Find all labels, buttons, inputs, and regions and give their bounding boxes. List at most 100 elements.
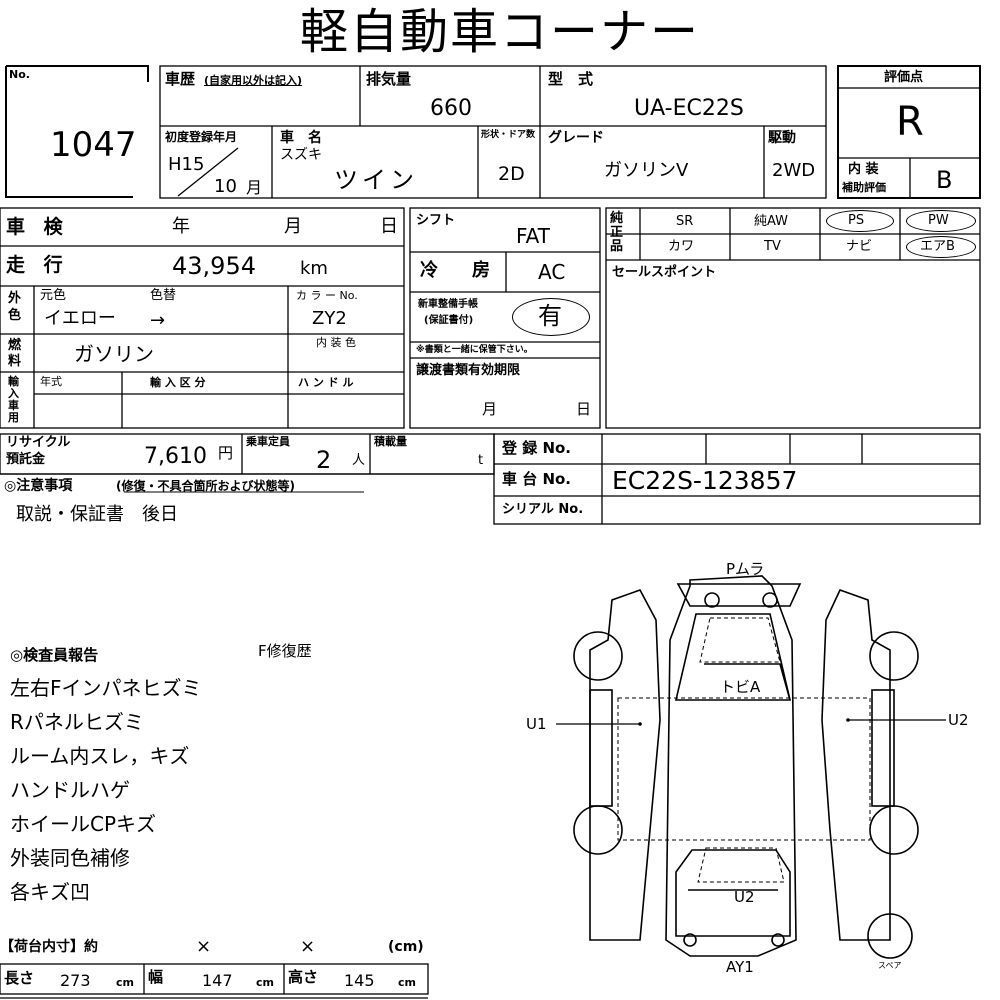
cargo-height-unit: cm bbox=[398, 976, 416, 989]
shift-label: シフト bbox=[416, 213, 456, 228]
grade-label: グレード bbox=[548, 130, 604, 146]
cargo-height-value: 145 bbox=[344, 971, 375, 990]
diagram-label-roof: トビA bbox=[720, 678, 761, 696]
diagram-label-bottom: AY1 bbox=[726, 958, 754, 976]
capacity-value: 2 bbox=[316, 446, 332, 474]
first-reg-label: 初度登録年月 bbox=[165, 130, 238, 144]
aircon-value: AC bbox=[538, 260, 566, 284]
notes-sub-label: (修復・不具合箇所および状態等) bbox=[116, 479, 295, 493]
lot-number: 1047 bbox=[50, 125, 137, 165]
registration-label: 登 録 No. bbox=[502, 439, 572, 457]
equip-tv: TV bbox=[764, 239, 781, 254]
equip-pw: PW bbox=[928, 213, 949, 228]
page-title: 軽自動車コーナー bbox=[299, 4, 700, 60]
cargo-unit-paren: (cm) bbox=[388, 939, 424, 955]
mileage-unit: km bbox=[300, 258, 328, 279]
chassis-value: EC22S-123857 bbox=[612, 466, 798, 495]
cargo-length-unit: cm bbox=[116, 976, 134, 989]
mileage-value: 43,954 bbox=[172, 252, 256, 280]
grade-value: ガソリンV bbox=[604, 160, 689, 181]
equip-leather: カワ bbox=[668, 239, 695, 254]
history-note: (自家用以外は記入) bbox=[204, 74, 303, 87]
car-name-value: ツイン bbox=[334, 166, 418, 194]
interior-score-label: 内 装 bbox=[848, 162, 879, 177]
first-reg-year: H15 bbox=[168, 154, 205, 175]
report-item: 各キズ凹 bbox=[10, 880, 90, 904]
report-item: 外装同色補修 bbox=[10, 846, 130, 870]
manual-note: ※書類と一緒に保管下さい。 bbox=[416, 345, 533, 355]
capacity-label: 乗車定員 bbox=[246, 435, 290, 448]
equip-ps: PS bbox=[848, 213, 865, 228]
recycle-unit: 円 bbox=[218, 444, 234, 462]
report-repair: F修復歴 bbox=[258, 642, 312, 660]
equip-ps-circle bbox=[826, 210, 894, 232]
import-year-label: 年式 bbox=[40, 375, 62, 388]
manual-sub-label: (保証書付) bbox=[424, 315, 474, 326]
report-item: Rパネルヒズミ bbox=[10, 710, 144, 734]
chassis-label: 車 台 No. bbox=[502, 470, 572, 488]
model-type-value: UA-EC22S bbox=[634, 96, 744, 121]
cargo-width-label: 幅 bbox=[148, 968, 164, 986]
shaken-day-label: 日 bbox=[380, 216, 398, 237]
import-handle-label: ハ ン ド ル bbox=[298, 376, 354, 389]
interior-score-sub-label: 補助評価 bbox=[842, 181, 886, 194]
interior-score-value: B bbox=[936, 166, 953, 194]
equip-alloy-wheel: 純AW bbox=[754, 214, 789, 229]
manual-value: 有 bbox=[538, 302, 562, 330]
mileage-label: 走 行 bbox=[6, 254, 69, 276]
equip-airbag-circle bbox=[906, 236, 976, 258]
report-item: ハンドルハゲ bbox=[10, 778, 130, 802]
cargo-length-label: 長さ bbox=[4, 969, 35, 987]
history-label: 車歴 bbox=[165, 70, 196, 88]
cargo-times-2: × bbox=[300, 936, 316, 957]
score-label: 評価点 bbox=[884, 70, 924, 85]
diagram-label-top: Pムラ bbox=[726, 560, 765, 578]
notes-text: 取説・保証書 後日 bbox=[16, 504, 178, 525]
equip-sr: SR bbox=[676, 214, 694, 229]
fuel-value: ガソリン bbox=[74, 342, 154, 366]
drive-value: 2WD bbox=[772, 160, 816, 181]
cargo-width-value: 147 bbox=[202, 971, 233, 990]
serial-label: シリアル No. bbox=[502, 502, 584, 517]
equip-navi: ナビ bbox=[846, 239, 873, 254]
doors-label: 形状・ドア数 bbox=[481, 130, 536, 140]
original-color-label: 元色 bbox=[40, 288, 67, 303]
diagram-label-spare: スペア bbox=[878, 961, 902, 970]
diagram-label-left: U1 bbox=[526, 715, 547, 733]
manual-circle bbox=[512, 298, 590, 336]
car-name-label: 車 名 bbox=[280, 130, 322, 146]
color-no-value: ZY2 bbox=[312, 308, 347, 329]
sales-point-label: セールスポイント bbox=[612, 265, 717, 280]
recycle-sub-label: 預託金 bbox=[6, 452, 46, 467]
equip-pw-circle bbox=[906, 210, 976, 232]
shaken-month-label: 月 bbox=[284, 216, 302, 237]
import-class-label: 輸 入 区 分 bbox=[150, 376, 206, 389]
cargo-height-label: 高さ bbox=[288, 968, 319, 986]
report-item: ルーム内スレ，キズ bbox=[10, 744, 190, 768]
model-type-label: 型 式 bbox=[548, 70, 594, 88]
cargo-label: 【荷台内寸】約 bbox=[0, 939, 98, 955]
report-item: 左右Fインパネヒズミ bbox=[10, 676, 202, 700]
first-reg-month: 10 bbox=[214, 176, 237, 197]
cargo-width-unit: cm bbox=[256, 976, 274, 989]
recycle-label: リサイクル bbox=[6, 435, 71, 450]
shift-value: FAT bbox=[516, 224, 551, 248]
aircon-label: 冷 房 bbox=[420, 260, 498, 281]
load-unit: t bbox=[478, 453, 484, 468]
first-reg-month-unit: 月 bbox=[246, 178, 263, 197]
interior-color-label: 内 装 色 bbox=[316, 336, 356, 349]
displacement-label: 排気量 bbox=[366, 70, 412, 88]
color-change-arrow: → bbox=[150, 310, 166, 331]
diagram-label-right: U2 bbox=[948, 711, 969, 729]
diagram-label-rear: U2 bbox=[734, 888, 755, 906]
recycle-value: 7,610 bbox=[144, 444, 207, 469]
displacement-value: 660 bbox=[430, 96, 472, 121]
transfer-month-label: 月 bbox=[482, 400, 498, 418]
shaken-year-label: 年 bbox=[172, 216, 190, 237]
equipment-label: 純正品 bbox=[610, 211, 624, 254]
notes-label: ◎注意事項 bbox=[4, 478, 73, 494]
score-value: R bbox=[896, 99, 924, 145]
lot-no-label: No. bbox=[9, 68, 30, 81]
